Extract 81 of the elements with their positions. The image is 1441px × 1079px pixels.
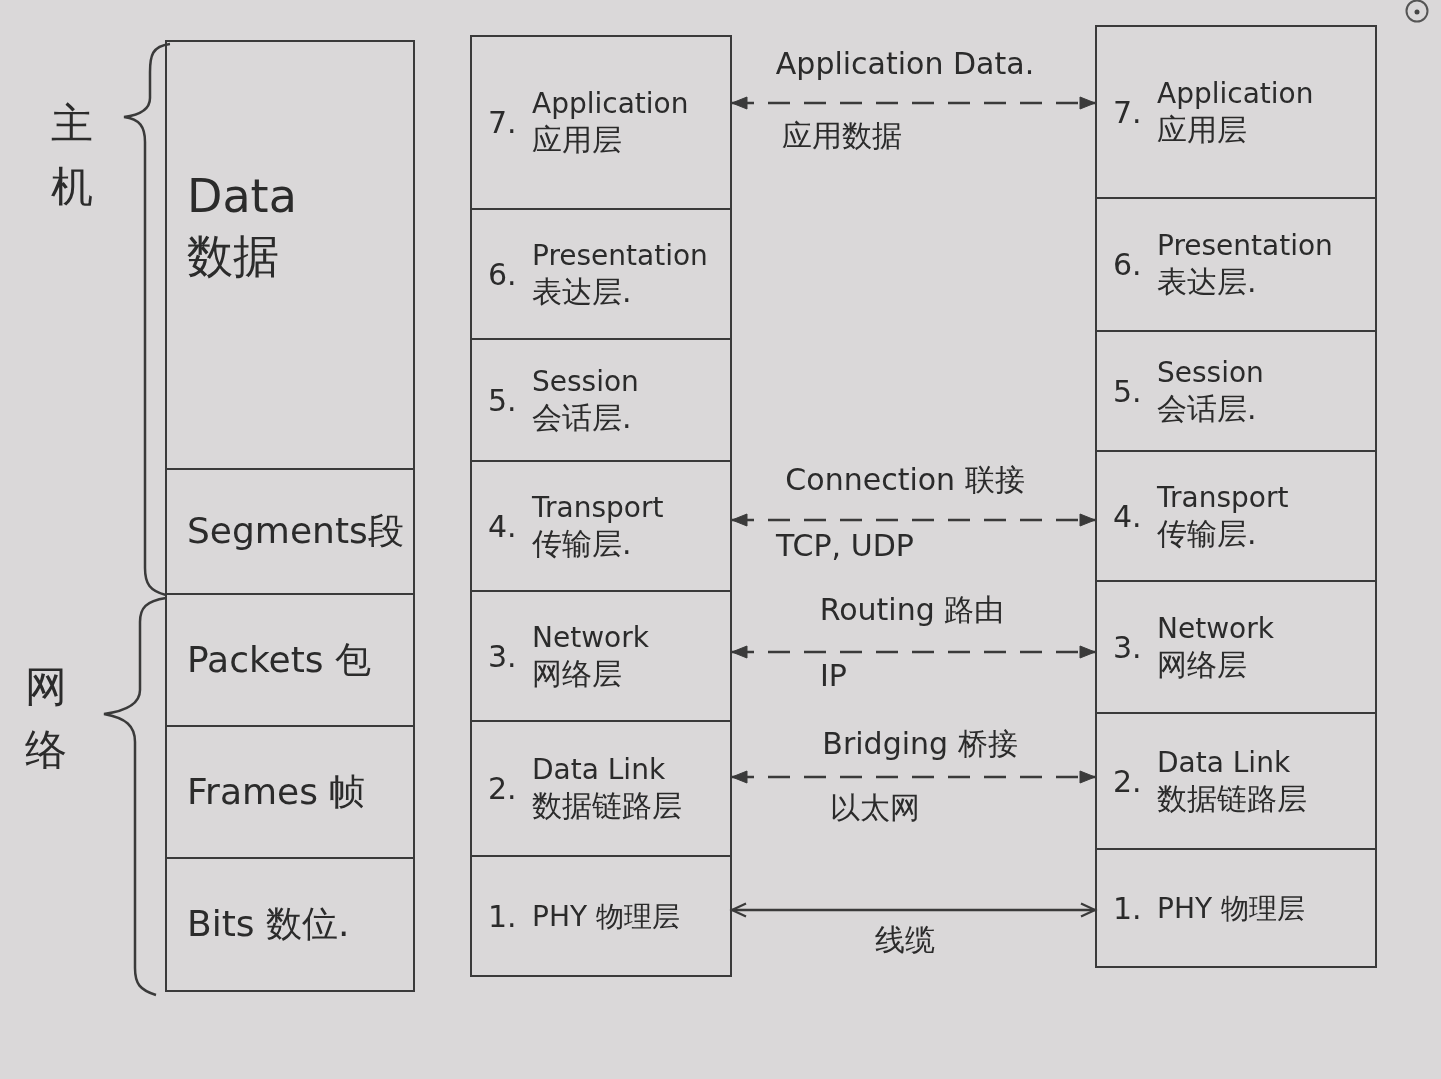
layer-name: 传输层. (532, 524, 633, 563)
data-unit-name: Bits 数位. (187, 902, 351, 947)
layer-name: Application (532, 86, 689, 122)
data-unit-box (165, 857, 415, 992)
layer-name: Presentation (1157, 228, 1333, 264)
protocol-label: 应用数据 (782, 118, 902, 154)
layer-box (1095, 580, 1377, 714)
layer-box (1095, 848, 1377, 968)
double-arrow (731, 513, 1096, 527)
layer-name: 网络层 (1157, 645, 1248, 684)
layer-name: 应用层 (532, 121, 623, 159)
layer-number: 2. (1113, 763, 1143, 799)
layer-number: 5. (1113, 373, 1143, 409)
layer-name: 传输层. (1157, 514, 1258, 553)
data-unit-box (165, 593, 415, 727)
layer-number: 6. (1113, 247, 1143, 282)
layer-name: Data Link (1157, 744, 1292, 780)
layer-number: 1. (1113, 890, 1143, 926)
layer-box (1095, 712, 1377, 850)
layer-name: Application (1157, 75, 1314, 111)
layer-name: PHY 物理层 (1157, 890, 1305, 926)
layer-name: Data Link (532, 752, 667, 788)
layer-number: 1. (488, 898, 518, 934)
layer-box (1095, 330, 1377, 452)
layer-number: 5. (488, 382, 518, 418)
edge-label: 线缆 (875, 922, 935, 958)
layer-name: Network (1157, 610, 1274, 646)
edge-label: Connection 联接 (785, 462, 1025, 498)
layer-name: Presentation (532, 237, 708, 273)
brace-label: 主机 (50, 98, 95, 213)
layer-name: Session (1157, 354, 1264, 390)
brace-label: 网络 (24, 661, 69, 776)
data-unit-box (165, 468, 415, 595)
protocol-label: TCP, UDP (776, 528, 914, 564)
double-arrow (731, 645, 1096, 659)
layer-number: 3. (1113, 629, 1143, 665)
layer-name: PHY 物理层 (532, 898, 680, 934)
data-unit-name: Data (187, 168, 298, 225)
layer-name: Session (532, 363, 639, 399)
layer-number: 4. (488, 508, 518, 544)
layer-number: 3. (488, 638, 518, 674)
data-unit-name: Frames 帧 (187, 769, 367, 814)
layer-box (470, 35, 732, 210)
layer-name: 网络层 (532, 654, 623, 693)
data-unit-name: Segments段 (187, 509, 405, 554)
layer-box (470, 720, 732, 857)
layer-name: 数据链路层 (1157, 779, 1307, 818)
layer-box (470, 855, 732, 977)
double-arrow (731, 770, 1096, 784)
data-unit-name: Packets 包 (187, 637, 372, 682)
layer-number: 7. (1113, 94, 1143, 130)
layer-box (470, 208, 732, 340)
layer-name: 表达层. (1157, 263, 1258, 301)
layer-name: 会话层. (1157, 389, 1258, 428)
layer-box (1095, 25, 1377, 199)
layer-number: 6. (488, 256, 518, 292)
layer-box (1095, 197, 1377, 332)
layer-name: 表达层. (532, 272, 633, 311)
edge-label: Application Data. (775, 46, 1035, 82)
edge-label: Bridging 桥接 (822, 726, 1018, 762)
layer-name: 应用层 (1157, 110, 1248, 149)
double-arrow (731, 96, 1096, 110)
layer-box (1095, 450, 1377, 582)
layer-name: 会话层. (532, 398, 633, 437)
layer-name: Transport (532, 489, 664, 525)
layer-name: 数据链路层 (532, 787, 682, 825)
data-unit-box (165, 40, 415, 470)
layer-name: Transport (1157, 479, 1289, 515)
data-unit-name: 数据 (187, 227, 280, 285)
layer-number: 7. (488, 105, 518, 140)
edge-label: Routing 路由 (819, 592, 1005, 628)
layer-name: Network (532, 619, 649, 655)
data-unit-box (165, 725, 415, 859)
protocol-label: 以太网 (830, 790, 920, 826)
layer-box (470, 590, 732, 722)
layer-box (470, 338, 732, 462)
layer-box (470, 460, 732, 592)
layer-number: 4. (1113, 498, 1143, 534)
protocol-label: IP (820, 658, 847, 694)
layer-number: 2. (488, 771, 518, 806)
double-arrow (730, 902, 1097, 918)
